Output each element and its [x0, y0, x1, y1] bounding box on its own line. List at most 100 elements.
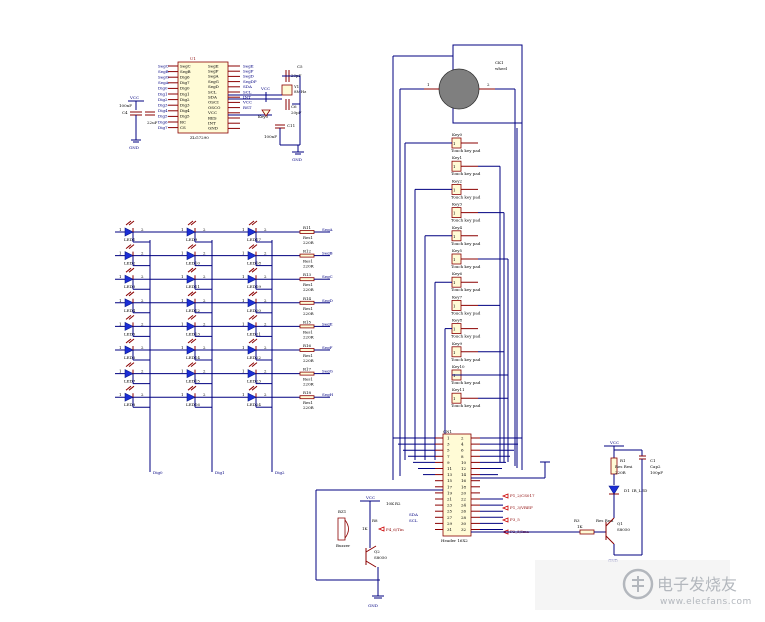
led-diode-icon	[186, 274, 196, 284]
driver-c1-ref: C1	[650, 458, 656, 463]
led-emit-arrow	[251, 244, 258, 249]
cn1-pin-left: 23	[447, 503, 453, 508]
led-ref: LED23	[247, 379, 261, 384]
led-pin2: 2	[203, 345, 206, 350]
led-emit-arrow	[248, 244, 255, 249]
led-pin1: 1	[181, 274, 184, 279]
u1-right-net: SDA	[243, 84, 252, 89]
touch-key-label: Touch key pad	[451, 380, 481, 385]
led-pin1: 1	[119, 227, 122, 232]
led-ref: LED15	[186, 379, 200, 384]
led-diode-icon	[186, 345, 196, 355]
led-emit-arrow	[190, 362, 197, 367]
led-diode-icon	[124, 227, 134, 237]
led-emit-arrow	[125, 244, 132, 249]
led-emit-arrow	[251, 220, 258, 226]
driver-c1-val: 100pF	[650, 470, 663, 475]
led-pin1: 1	[119, 251, 122, 256]
led-ref: LED10	[186, 261, 200, 266]
led-emit-arrow	[128, 338, 135, 344]
u1-ref: U1	[190, 56, 196, 61]
c6-ref: C6	[291, 104, 297, 109]
u1-right-net: INT	[243, 95, 251, 100]
led-pin1: 1	[242, 298, 245, 303]
led-pin2: 2	[264, 321, 267, 326]
led-pin1: 1	[119, 298, 122, 303]
u1-left-pin-label: Dig2	[180, 97, 190, 102]
buzzer-r2-val: 10K	[386, 501, 395, 506]
led-row-res-val: 220R	[303, 358, 315, 363]
u1-right-pin-label: INT	[208, 121, 216, 126]
led-row-res-ref: R17	[303, 367, 312, 372]
led-pin1: 1	[181, 369, 184, 374]
touch-key-label: Touch key pad	[451, 148, 481, 153]
led-row-res-sub: Res1	[303, 259, 313, 264]
u1-right-pin-label: SegD	[208, 84, 219, 89]
led-ref: LED7	[124, 379, 136, 384]
led-emit-arrow	[251, 362, 258, 367]
gnd-label-u1: GND	[129, 145, 139, 150]
touch-key-ref: Key0	[452, 132, 463, 137]
led-ref: LED21	[247, 331, 261, 336]
led-pin1: 1	[242, 345, 245, 350]
led-pin1: 1	[119, 345, 122, 350]
cn1-pin-left: 21	[447, 497, 452, 502]
net-p3-5: P3_5	[510, 517, 520, 522]
cn1-pin-left: 7	[447, 454, 450, 459]
cn1-pin-left: 31	[447, 527, 452, 532]
driver-ir-led	[608, 485, 620, 495]
c11-ref: C11	[287, 123, 295, 128]
led-row-res-val: 220R	[303, 311, 315, 316]
led-diode-icon	[247, 321, 257, 331]
vcc-label-xtal: VCC	[260, 86, 270, 91]
led-emit-arrow	[251, 385, 258, 391]
u1-left-pin-label: RC	[180, 119, 186, 124]
led-diode-icon	[186, 251, 196, 261]
buzzer-r2-ref: R2	[395, 501, 401, 506]
u1-left-pin-label: CS	[180, 125, 186, 130]
u1-left-net: Dig0	[158, 86, 168, 91]
led-emit-arrow	[251, 315, 258, 320]
led-pin2: 2	[264, 369, 267, 374]
touch-key-label: Touch key pad	[451, 357, 481, 362]
led-row-res-sub: Res1	[303, 282, 313, 287]
touch-key-label: Touch key pad	[451, 194, 481, 199]
touch-key-ref: Key9	[452, 341, 463, 346]
touch-key-label: Touch key pad	[451, 310, 481, 315]
cn1-ref: CN1	[443, 429, 452, 434]
led-pin2: 2	[141, 251, 144, 256]
led-emit-arrow	[187, 267, 194, 273]
touch-key-pin: 1	[453, 350, 456, 355]
touch-key-label: Touch key pad	[451, 403, 481, 408]
led-row-seg: SegH	[322, 392, 334, 397]
led-emit-arrow	[248, 267, 255, 273]
cn1-pin-right: 24	[461, 503, 467, 508]
led-emit-arrow	[125, 362, 132, 367]
led-pin1: 1	[242, 274, 245, 279]
c4-value: 100nF	[119, 103, 132, 108]
led-emit-arrow	[251, 291, 258, 297]
net-p1-2: P1_2/CS017	[510, 493, 535, 498]
led-ref: LED16	[186, 402, 200, 407]
u1-right-pin-label: SDA	[208, 95, 217, 100]
wheel-ref: CK1	[495, 60, 504, 65]
led-row-res-ref: R15	[303, 319, 312, 324]
u1-left-net: Dig5	[158, 114, 168, 119]
u1-right-pin-label: RES	[208, 115, 217, 120]
led-pin1: 1	[242, 321, 245, 326]
u1-right-pin-label: SegF	[208, 69, 219, 74]
led-emit-arrow	[248, 220, 255, 226]
led-emit-arrow	[248, 291, 255, 297]
led-diode-icon	[124, 298, 134, 308]
u1-right-pin-label: SegG	[208, 79, 219, 84]
cn1-pin-right: 20	[461, 490, 467, 495]
cn1-pin-left: 17	[447, 484, 453, 489]
wheel-name: wheel	[495, 66, 508, 71]
touch-key-ref: Key3	[452, 202, 463, 207]
